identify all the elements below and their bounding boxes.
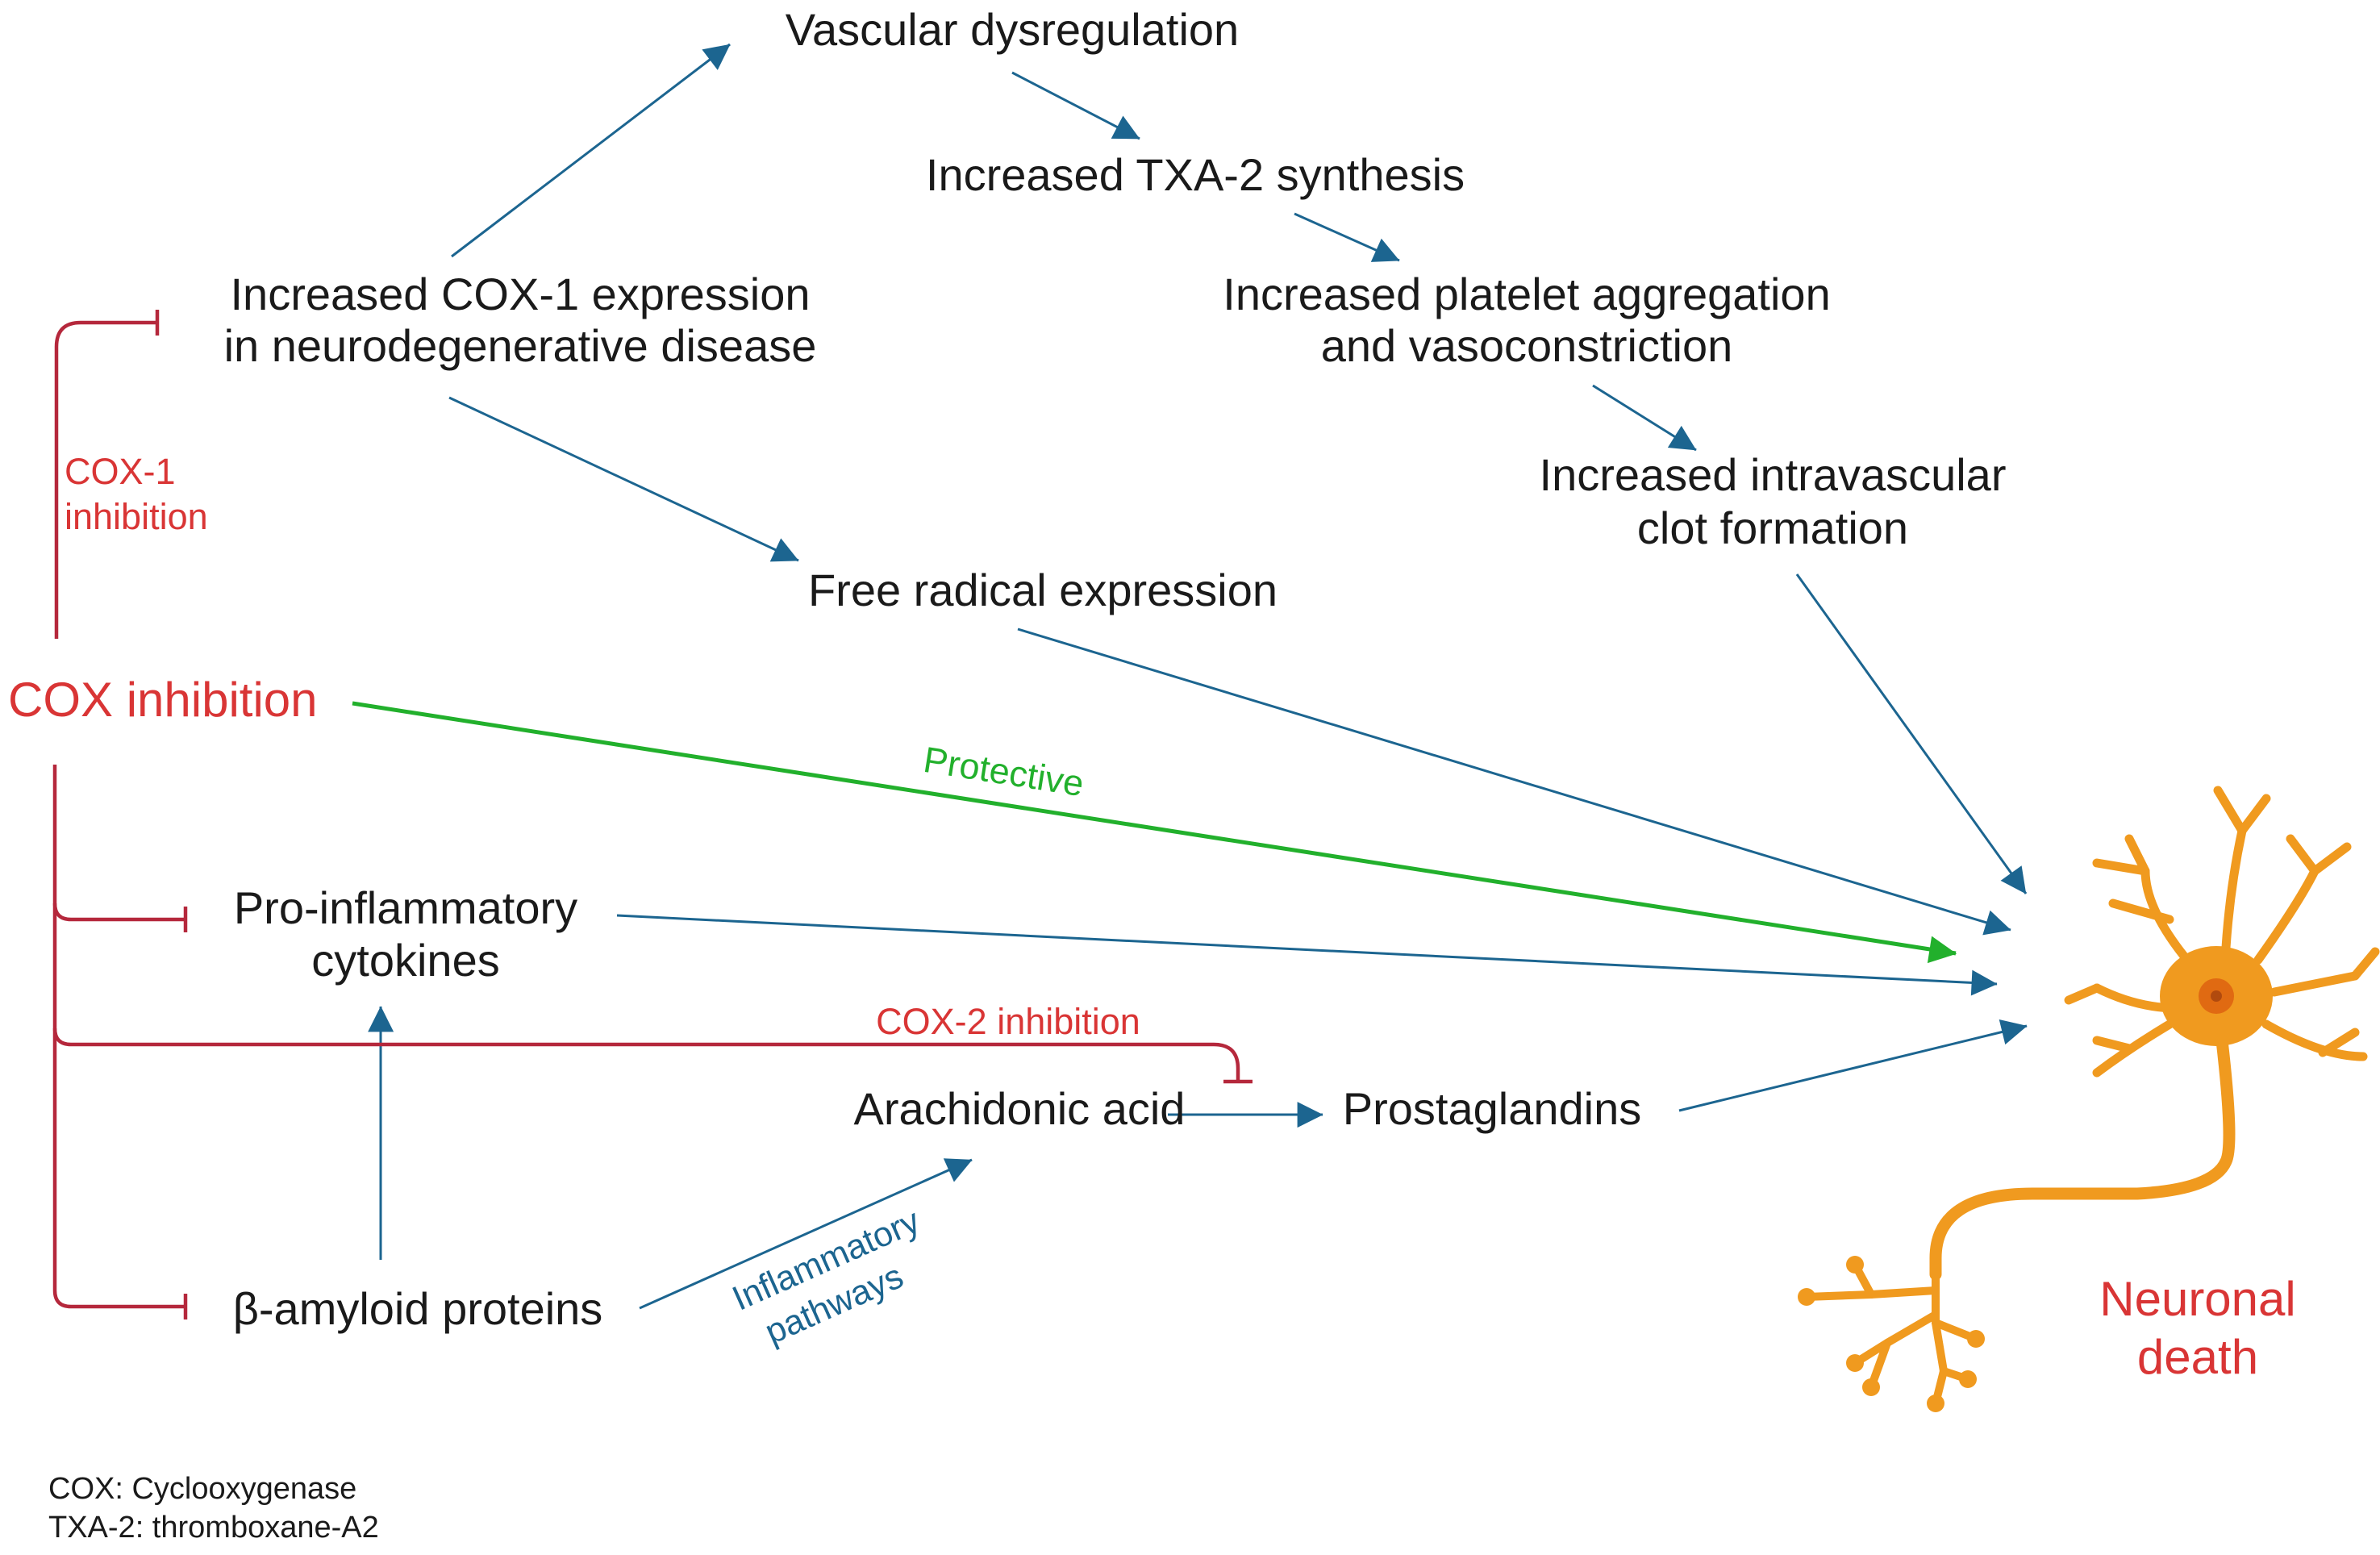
arrow-clot-to-neuron — [1795, 573, 2028, 894]
node-cytokines-line2: cytokines — [311, 935, 499, 986]
node-clot-line1: Increased intravascular — [1540, 449, 2007, 500]
node-cytokines-line1: Pro-inflammatory — [234, 882, 577, 933]
inhibit-trunk — [52, 765, 185, 1309]
blue-arrows — [368, 43, 2028, 1310]
inhibition-lines — [52, 310, 1253, 1319]
node-platelet-line2: and vasoconstriction — [1321, 320, 1733, 371]
label-cox1-inhibition-line2: inhibition — [65, 496, 208, 537]
arrow-amyloid-to-arachidonic — [639, 1158, 973, 1310]
arrow-vascular-to-txa2 — [1011, 71, 1140, 140]
node-txa2-synthesis: Increased TXA-2 synthesis — [926, 149, 1465, 200]
arrow-cox1-to-vascular — [451, 43, 731, 258]
arrow-cytokines-to-neuron — [616, 914, 1998, 996]
label-cox2-inhibition: COX-2 inhibition — [876, 1001, 1140, 1042]
inhibit-cox1-path — [54, 320, 157, 639]
arrow-prostaglandins-to-neuron — [1678, 1019, 2028, 1112]
footnote-cox: COX: Cyclooxygenase — [48, 1472, 356, 1506]
node-cox-inhibition: COX inhibition — [8, 673, 318, 727]
node-neuronal-death-line1: Neuronal — [2099, 1272, 2296, 1326]
node-neuronal-death-line2: death — [2137, 1330, 2258, 1384]
nodes: Vascular dysregulation Increased TXA-2 s… — [8, 4, 2296, 1384]
arrow-cox1-to-free-radical — [448, 396, 799, 562]
arrow-platelet-to-clot — [1592, 384, 1697, 452]
node-clot-line2: clot formation — [1637, 502, 1908, 553]
node-amyloid-proteins: β-amyloid proteins — [233, 1283, 603, 1334]
footnote-txa2: TXA-2: thromboxane-A2 — [48, 1511, 379, 1545]
arrow-free-radical-to-neuron — [1017, 627, 2011, 936]
node-arachidonic-acid: Arachidonic acid — [854, 1083, 1186, 1134]
neuron-icon — [1798, 786, 2380, 1412]
node-cox1-expression-line2: in neurodegenerative disease — [224, 320, 817, 371]
node-prostaglandins: Prostaglandins — [1343, 1083, 1641, 1134]
arrow-txa2-to-platelet — [1294, 212, 1400, 262]
footnotes: COX: Cyclooxygenase TXA-2: thromboxane-A… — [48, 1472, 379, 1545]
label-cox1-inhibition-line1: COX-1 — [65, 451, 176, 492]
inhibit-cytokines-path — [52, 903, 185, 922]
node-vascular-dysregulation: Vascular dysregulation — [786, 4, 1239, 55]
node-platelet-line1: Increased platelet aggregation — [1223, 269, 1830, 319]
inhibit-cox2-path — [52, 1028, 1240, 1081]
arrow-protective — [352, 701, 1957, 964]
node-cox1-expression-line1: Increased COX-1 expression — [230, 269, 810, 319]
node-free-radical: Free radical expression — [808, 565, 1278, 615]
